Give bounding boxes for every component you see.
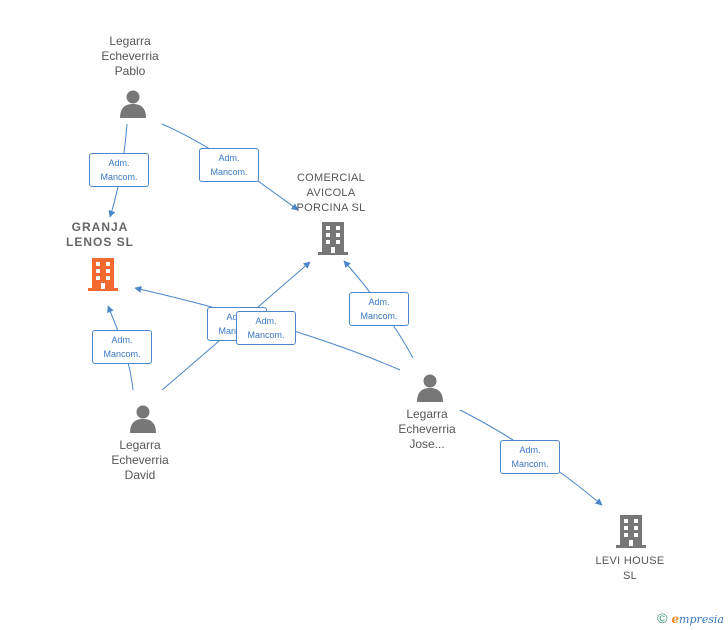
role-line: Mancom. <box>210 167 248 177</box>
label-line: LEVI HOUSE <box>595 555 665 567</box>
label-line: Legarra <box>406 407 448 421</box>
role-line: Adm. <box>218 153 240 163</box>
role-line: Adm. <box>111 335 133 345</box>
role-badge: Adm. Mancom. <box>92 330 152 364</box>
role-badge: Adm. Mancom. <box>89 153 149 187</box>
brand-initial: e <box>671 612 680 626</box>
person-icon[interactable] <box>128 403 158 433</box>
role-line: Adm. <box>368 297 390 307</box>
label-line: PORCINA SL <box>296 202 366 214</box>
company-label-comercial[interactable]: COMERCIAL AVICOLA PORCINA SL <box>271 171 391 216</box>
label-line: LENOS SL <box>65 235 134 249</box>
label-line: Echeverria <box>111 453 169 467</box>
person-label-jose[interactable]: Legarra Echeverria Jose... <box>367 407 487 452</box>
label-line: Legarra <box>109 34 151 48</box>
company-label-levi[interactable]: LEVI HOUSE SL <box>570 554 690 584</box>
role-line: Adm. <box>255 316 277 326</box>
label-line: David <box>124 468 156 482</box>
person-label-david[interactable]: Legarra Echeverria David <box>80 438 200 483</box>
company-label-granja[interactable]: GRANJA LENOS SL <box>40 220 160 250</box>
building-icon[interactable] <box>317 220 349 256</box>
copyright-icon: © <box>657 610 668 626</box>
person-icon[interactable] <box>118 88 148 118</box>
role-line: Mancom. <box>247 330 285 340</box>
role-line: Mancom. <box>103 349 141 359</box>
label-line: Jose... <box>409 437 445 451</box>
role-badge: Adm. Mancom. <box>199 148 259 182</box>
building-icon[interactable] <box>615 513 647 549</box>
role-line: Mancom. <box>360 311 398 321</box>
label-line: Legarra <box>119 438 161 452</box>
role-badge: Adm. Mancom. <box>500 440 560 474</box>
person-icon[interactable] <box>415 372 445 402</box>
person-label-pablo[interactable]: Legarra Echeverria Pablo <box>70 34 190 79</box>
role-line: Mancom. <box>100 172 138 182</box>
role-line: Adm. <box>519 445 541 455</box>
role-badge: Adm. Mancom. <box>236 311 296 345</box>
label-line: Echeverria <box>398 422 456 436</box>
label-line: Echeverria <box>101 49 159 63</box>
brand-logo: ©empresia <box>657 610 724 626</box>
label-line: SL <box>622 570 638 582</box>
role-line: Adm. <box>108 158 130 168</box>
brand-name: mpresia <box>679 613 724 626</box>
role-line: Mancom. <box>511 459 549 469</box>
label-line: COMERCIAL <box>296 172 366 184</box>
building-icon[interactable] <box>87 256 119 292</box>
role-badge: Adm. Mancom. <box>349 292 409 326</box>
label-line: Pablo <box>114 64 146 78</box>
label-line: GRANJA <box>71 220 129 234</box>
label-line: AVICOLA <box>306 187 356 199</box>
